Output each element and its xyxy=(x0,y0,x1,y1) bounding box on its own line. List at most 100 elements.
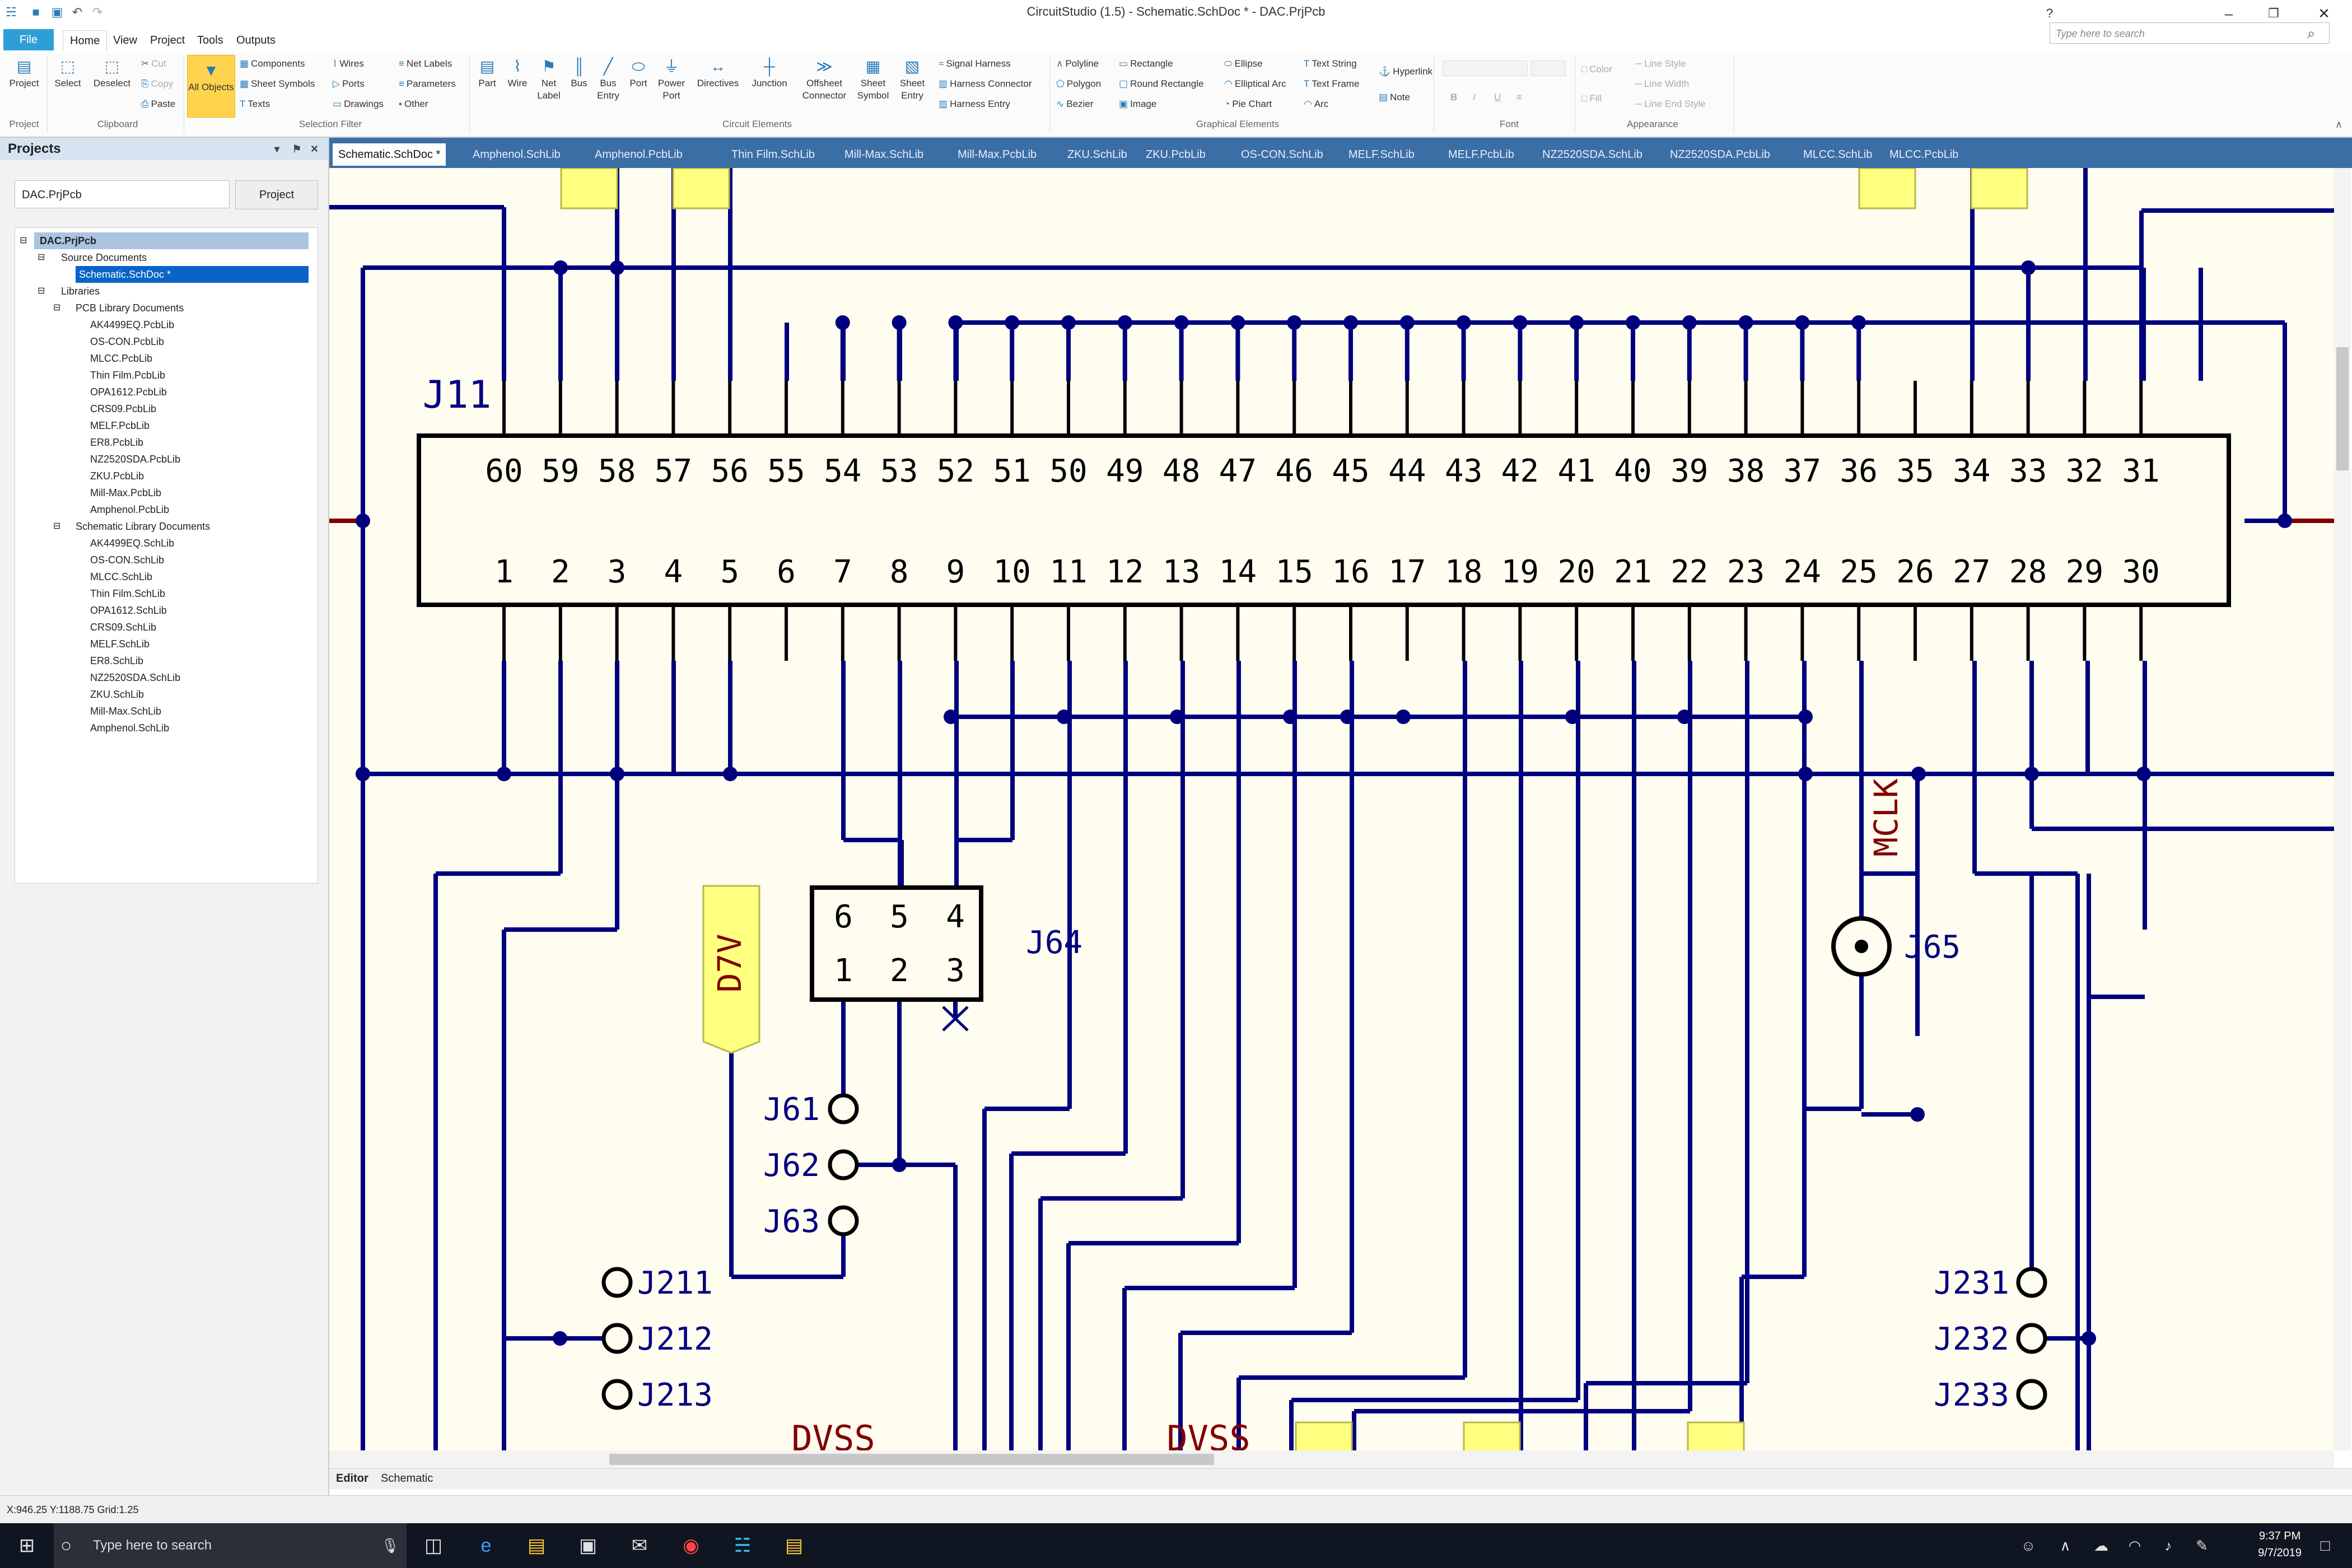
tree-sch-lib-item[interactable]: OS-CON.SchLib xyxy=(90,554,165,566)
bezier-button[interactable]: ∿Bezier xyxy=(1056,99,1094,109)
round-rectangle-button[interactable]: ▢Round Rectangle xyxy=(1119,78,1204,89)
filter-wires[interactable]: ⌇Wires xyxy=(333,58,364,69)
redo-icon[interactable]: ↷ xyxy=(92,5,103,19)
tree-expander[interactable]: ⊟ xyxy=(53,521,61,531)
part-button[interactable]: ▤Part xyxy=(478,58,496,88)
tree-pcb-lib-item[interactable]: MLCC.PcbLib xyxy=(90,353,153,364)
document-taskbar-icon[interactable]: ▤ xyxy=(785,1535,804,1556)
note-button[interactable]: ▤Note xyxy=(1379,92,1410,102)
mail-icon[interactable]: ✉ xyxy=(631,1535,648,1556)
tree-pcb-lib-item[interactable]: Mill-Max.PcbLib xyxy=(90,487,162,498)
show-hidden-icons[interactable]: ∧ xyxy=(2060,1537,2071,1554)
tree-pcb-lib-item[interactable]: NZ2520SDA.PcbLib xyxy=(90,454,181,465)
test-point[interactable] xyxy=(828,1149,859,1180)
tree-pcb-lib-item[interactable]: OS-CON.PcbLib xyxy=(90,336,165,347)
tree-pcb-library-documents[interactable]: PCB Library Documents xyxy=(76,302,184,314)
document-tab[interactable]: Mill-Max.SchLib xyxy=(844,148,924,161)
tree-sch-lib-item[interactable]: Amphenol.SchLib xyxy=(90,722,170,734)
filter-components[interactable]: ▦Components xyxy=(240,58,305,69)
document-tab[interactable]: Amphenol.SchLib xyxy=(473,148,561,161)
color-select[interactable]: □Color xyxy=(1581,64,1612,74)
save-all-icon[interactable]: ▣ xyxy=(51,5,63,19)
taskbar-clock[interactable]: 9:37 PM 9/7/2019 xyxy=(2258,1528,2302,1561)
tab-home[interactable]: Home xyxy=(63,30,108,51)
minimize-button[interactable]: – xyxy=(2224,5,2233,22)
elliptical-arc-button[interactable]: ◠Elliptical Arc xyxy=(1224,78,1286,89)
bus-entry-button[interactable]: ╱Bus Entry xyxy=(597,58,619,101)
wire-button[interactable]: ⌇Wire xyxy=(507,58,528,88)
select-button[interactable]: ⬚Select xyxy=(54,58,81,88)
tree-sch-lib-item[interactable]: NZ2520SDA.SchLib xyxy=(90,672,181,683)
sheet-entry-button[interactable]: ▧Sheet Entry xyxy=(899,58,925,101)
test-point[interactable] xyxy=(828,1205,859,1236)
tree-schematic-library-documents[interactable]: Schematic Library Documents xyxy=(76,521,211,532)
line-style-select[interactable]: ─Line Style xyxy=(1635,58,1686,69)
pin-icon[interactable]: ⚑ xyxy=(292,143,302,155)
project-button[interactable]: ▤Project xyxy=(9,58,39,88)
net-label-button[interactable]: ⚑Net Label xyxy=(537,58,561,101)
harness-entry-button[interactable]: ▥Harness Entry xyxy=(939,99,1010,109)
filter-ports[interactable]: ▷Ports xyxy=(333,78,365,89)
port-button[interactable]: ⬭Port xyxy=(629,58,647,88)
signal-harness-button[interactable]: ≈Signal Harness xyxy=(939,58,1011,69)
windows-start-icon[interactable]: ⊞ xyxy=(18,1535,35,1556)
task-view-icon[interactable]: ◫ xyxy=(424,1535,443,1556)
document-tab-active[interactable]: Schematic.SchDoc * xyxy=(333,143,446,166)
restore-button[interactable]: ❐ xyxy=(2268,6,2279,20)
filter-net-labels[interactable]: ≡Net Labels xyxy=(399,58,452,69)
tab-tools[interactable]: Tools xyxy=(197,34,223,46)
power-port[interactable] xyxy=(560,168,618,209)
taskbar-search-input[interactable]: ○ Type here to search 🎙 xyxy=(54,1523,407,1568)
cut-button[interactable]: ✂Cut xyxy=(141,58,166,69)
underline-button[interactable]: U xyxy=(1494,92,1501,102)
test-point[interactable] xyxy=(601,1267,633,1298)
j64-header-body[interactable] xyxy=(810,885,983,1002)
collapse-ribbon-icon[interactable]: ∧ xyxy=(2335,119,2343,130)
tab-outputs[interactable]: Outputs xyxy=(236,34,276,46)
tree-sch-lib-item[interactable]: ER8.SchLib xyxy=(90,655,144,666)
vertical-scroll-thumb[interactable] xyxy=(2336,347,2349,470)
document-tab[interactable]: ZKU.PcbLib xyxy=(1146,148,1206,161)
volume-icon[interactable]: ♪ xyxy=(2164,1537,2172,1554)
notifications-icon[interactable]: □ xyxy=(2320,1537,2330,1554)
bus-button[interactable]: ║Bus xyxy=(571,58,587,88)
document-tab[interactable]: MLCC.PcbLib xyxy=(1889,148,1959,161)
ellipse-button[interactable]: ⬭Ellipse xyxy=(1224,58,1263,69)
search-input[interactable]: Type here to search xyxy=(2050,22,2330,44)
tree-pcb-lib-item[interactable]: Amphenol.PcbLib xyxy=(90,504,170,515)
test-point[interactable] xyxy=(828,1093,859,1124)
tree-sch-lib-item[interactable]: Thin Film.SchLib xyxy=(90,588,166,599)
junction-button[interactable]: ┼Junction xyxy=(752,58,787,88)
j11-connector-body[interactable] xyxy=(417,433,2231,607)
power-port-button[interactable]: ⏚Power Port xyxy=(657,58,685,101)
tree-pcb-lib-item[interactable]: MELF.PcbLib xyxy=(90,420,150,431)
test-point[interactable] xyxy=(601,1323,633,1354)
tree-pcb-lib-item[interactable]: OPA1612.PcbLib xyxy=(90,386,167,398)
tree-sch-lib-item[interactable]: Mill-Max.SchLib xyxy=(90,706,162,717)
tree-expander[interactable]: ⊟ xyxy=(38,253,45,262)
wifi-icon[interactable]: ◠ xyxy=(2128,1537,2141,1554)
tree-expander[interactable]: ⊟ xyxy=(20,236,27,245)
tab-schematic[interactable]: Schematic xyxy=(381,1472,433,1485)
offsheet-connector-button[interactable]: ≫Offsheet Connector xyxy=(802,58,847,101)
tree-sch-lib-item[interactable]: AK4499EQ.SchLib xyxy=(90,538,175,549)
store-icon[interactable]: ▣ xyxy=(578,1535,598,1556)
line-end-style-select[interactable]: ─Line End Style xyxy=(1635,99,1706,109)
project-name-field[interactable]: DAC.PrjPcb xyxy=(15,180,230,208)
tree-libraries[interactable]: Libraries xyxy=(61,286,100,297)
horizontal-scroll-thumb[interactable] xyxy=(609,1454,1214,1465)
tree-root[interactable]: DAC.PrjPcb xyxy=(34,232,309,249)
d7v-port[interactable] xyxy=(702,885,760,1054)
edge-browser-icon[interactable]: e xyxy=(480,1535,492,1556)
tree-active-document[interactable]: Schematic.SchDoc * xyxy=(76,266,309,283)
tree-sch-lib-item[interactable]: ZKU.SchLib xyxy=(90,689,144,700)
polyline-button[interactable]: ∧Polyline xyxy=(1056,58,1099,69)
all-objects-button[interactable]: ▼All Objects xyxy=(187,55,235,118)
filter-other[interactable]: ▪Other xyxy=(399,99,428,109)
directives-button[interactable]: ↔Directives xyxy=(697,58,739,88)
chrome-icon[interactable]: ◉ xyxy=(683,1535,699,1556)
sheet-symbol-button[interactable]: ▦Sheet Symbol xyxy=(857,58,889,101)
test-point[interactable] xyxy=(601,1379,633,1410)
